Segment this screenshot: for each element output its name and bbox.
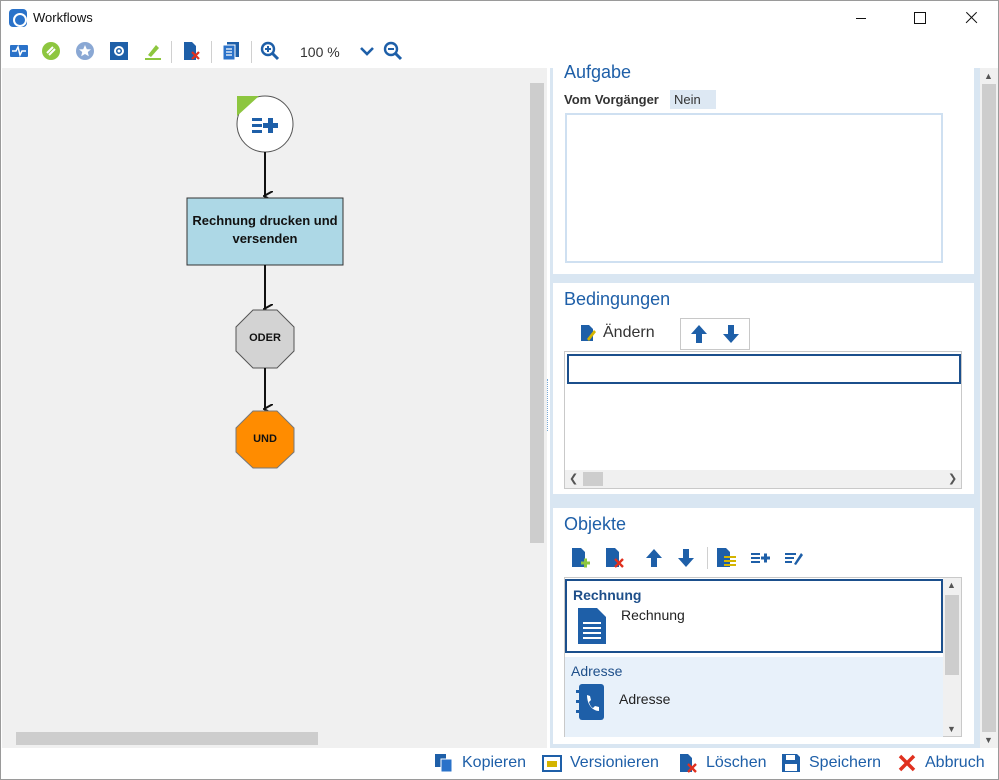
arrow-up-icon[interactable] [643,547,665,569]
abbruch-button[interactable]: Abbruch [897,752,987,776]
move-buttons [680,318,750,350]
und-node-label: UND [253,433,277,445]
close-button[interactable] [949,1,995,35]
scrollbar-thumb[interactable] [982,84,996,732]
app-logo-icon [9,9,27,27]
scrollbar-thumb[interactable] [530,83,544,543]
object-list-icon[interactable] [715,547,737,569]
scroll-down-icon[interactable]: ▼ [947,724,956,734]
objects-vertical-scrollbar[interactable]: ▲ ▼ [943,578,961,736]
edit-doc-icon [581,325,596,341]
scroll-right-icon[interactable]: ❯ [948,473,958,485]
condition-row[interactable] [567,354,961,384]
scrollbar-thumb[interactable] [16,732,318,745]
object-item-subtitle: Rechnung [621,607,685,623]
arrow-up-icon [691,325,707,343]
objekte-toolbar [565,544,805,572]
diagram-vertical-scrollbar[interactable] [528,69,546,731]
conditions-horizontal-scrollbar[interactable]: ❮ ❯ [565,470,961,488]
arrow-down-icon[interactable] [675,547,697,569]
und-node[interactable] [235,410,295,469]
move-down-button[interactable] [716,321,746,347]
zoom-in-icon[interactable] [260,41,280,61]
link-icon[interactable] [41,41,61,61]
aufgabe-title: Aufgabe [564,62,632,82]
zoom-out-icon[interactable] [383,41,403,61]
loeschen-label: Löschen [706,754,767,771]
scroll-up-icon[interactable]: ▲ [947,580,956,590]
list-item[interactable]: Rechnung Rechnung [565,579,943,653]
main-toolbar: 100 % [1,35,998,68]
delete-doc-icon [680,754,697,773]
object-item-subtitle: Adresse [619,691,671,707]
objekte-section: Objekte [553,508,974,744]
start-marker-icon [237,96,259,116]
settings-icon[interactable] [109,41,129,61]
pulse-icon[interactable] [9,41,29,61]
aufgabe-section: Aufgabe Vom Vorgänger Nein [553,62,974,274]
copy-doc-icon[interactable] [221,41,241,61]
conditions-list[interactable]: ❮ ❯ [564,351,962,489]
speichern-button[interactable]: Speichern [781,752,883,776]
zoom-level: 100 % [300,44,340,60]
aendern-button[interactable]: Ändern [576,318,666,348]
save-icon [782,754,800,772]
bedingungen-section: Bedingungen Ändern ❮ [553,283,974,494]
workflow-diagram [186,95,344,469]
vom-vorgaenger-value[interactable]: Nein [670,90,716,109]
edit-lines-icon[interactable] [783,547,805,569]
diagram-horizontal-scrollbar[interactable] [2,730,546,747]
invoice-document-icon [578,608,606,644]
aufgabe-description-field[interactable] [565,113,943,263]
bedingungen-title: Bedingungen [564,289,671,309]
versionieren-label: Versionieren [570,754,659,771]
copy-icon [435,754,453,773]
star-icon[interactable] [75,41,95,61]
add-line-icon[interactable] [749,547,771,569]
panel-vertical-scrollbar[interactable]: ▲ ▼ [980,68,998,748]
action-bar: Kopieren Versionieren Löschen Speichern [1,748,998,779]
versionieren-button[interactable]: Versionieren [542,752,664,776]
address-book-icon [576,684,604,720]
objekte-title: Objekte [564,514,627,534]
speichern-label: Speichern [809,754,882,771]
cancel-icon [898,754,916,772]
title-bar: Workflows [1,1,998,35]
scroll-left-icon[interactable]: ❮ [569,473,579,485]
highlight-icon[interactable] [143,41,163,61]
scrollbar-thumb[interactable] [945,595,959,675]
maximize-button[interactable] [896,1,942,35]
object-item-title: Adresse [571,663,623,679]
object-item-title: Rechnung [573,587,642,603]
scrollbar-thumb[interactable] [583,472,603,486]
objects-list[interactable]: Rechnung Rechnung Adresse Adresse [564,577,962,737]
window-title: Workflows [33,10,93,25]
vom-vorgaenger-label: Vom Vorgänger [564,92,659,107]
list-item[interactable]: Adresse Adresse [565,657,943,737]
loeschen-button[interactable]: Löschen [678,752,768,776]
scroll-down-icon[interactable]: ▼ [984,735,993,745]
kopieren-button[interactable]: Kopieren [434,752,529,776]
diagram-canvas[interactable] [2,68,547,748]
scroll-up-icon[interactable]: ▲ [984,71,993,81]
delete-doc-icon[interactable] [181,41,201,61]
zoom-dropdown-icon[interactable] [357,41,377,61]
oder-node[interactable] [235,309,295,369]
kopieren-label: Kopieren [462,754,527,771]
abbruch-label: Abbruch [925,754,985,771]
add-task-icon [252,118,278,133]
add-object-icon[interactable] [569,547,591,569]
arrow-down-icon [723,325,739,343]
move-up-button[interactable] [684,321,714,347]
oder-node-label: ODER [249,332,281,344]
task-node-label: Rechnung drucken und versenden [192,213,338,246]
panel-splitter[interactable] [547,379,550,431]
minimize-button[interactable] [838,1,884,35]
delete-object-icon[interactable] [603,547,625,569]
start-node[interactable] [236,95,294,153]
aendern-label: Ändern [603,324,655,341]
version-icon [542,755,562,772]
